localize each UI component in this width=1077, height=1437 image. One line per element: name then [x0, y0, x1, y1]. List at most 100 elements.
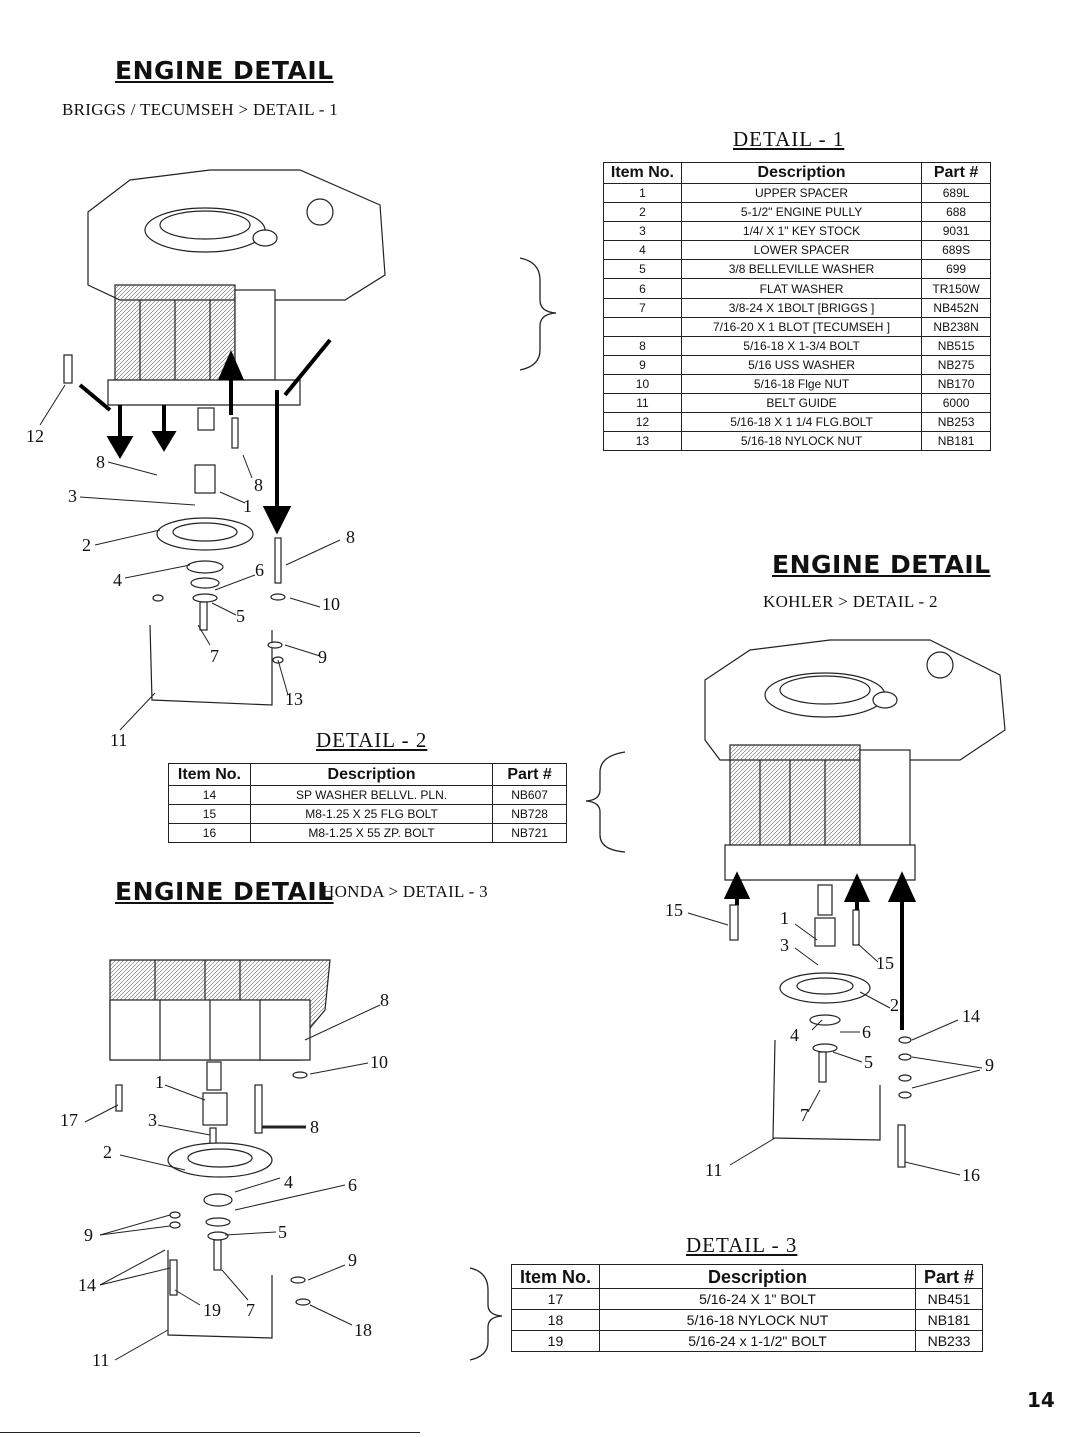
part-number-cell: NB721 [492, 823, 567, 843]
col-header-part: Part # [921, 162, 991, 184]
briggs-arrows [78, 338, 332, 535]
callout-label: 14 [962, 1006, 980, 1026]
brace-detail2 [585, 751, 626, 853]
callout-label: 7 [246, 1300, 255, 1320]
callout-label: 18 [354, 1320, 372, 1340]
callout-label: 1 [243, 496, 252, 516]
callout-label: 14 [78, 1275, 96, 1295]
callout-label: 10 [322, 594, 340, 614]
item-no-cell: 1 [603, 182, 682, 204]
callout-label: 6 [255, 560, 264, 580]
description-cell: UPPER SPACER [680, 182, 923, 204]
callout-label: 1 [780, 908, 789, 928]
honda-subheading: HONDA > DETAIL - 3 [322, 882, 488, 901]
callout-label: 8 [346, 527, 355, 547]
callout-label: 9 [318, 647, 327, 667]
part-number-cell: NB515 [921, 335, 991, 356]
briggs-engine-drawing [63, 169, 386, 706]
callout-label: 17 [60, 1110, 78, 1130]
callout-label: 15 [665, 900, 683, 920]
detail1-title: DETAIL - 1 [733, 127, 845, 151]
callout-label: 5 [864, 1052, 873, 1072]
kohler-arrows [723, 871, 917, 1030]
callout-label: 19 [203, 1300, 221, 1320]
callout-label: 3 [68, 486, 77, 506]
callout-label: 3 [148, 1110, 157, 1130]
callout-label: 9 [348, 1250, 357, 1270]
part-number-cell: 688 [921, 202, 991, 223]
briggs-heading: ENGINE DETAIL [115, 56, 334, 85]
description-cell: 5/16-18 X 1 1/4 FLG.BOLT [680, 412, 923, 433]
kohler-engine-drawing [704, 639, 1006, 1168]
description-cell: 5/16-24 x 1-1/2" BOLT [598, 1330, 917, 1352]
honda-leaders [84, 1004, 381, 1361]
briggs-leaders [39, 384, 341, 731]
honda-heading: ENGINE DETAIL [115, 877, 334, 906]
callout-label: 7 [800, 1105, 809, 1125]
part-number-cell: NB181 [915, 1309, 983, 1331]
callout-label: 2 [103, 1142, 112, 1162]
item-no-cell: 13 [603, 431, 682, 452]
callout-label: 15 [876, 953, 894, 973]
callout-label: 8 [96, 452, 105, 472]
page-number: 14 [1027, 1388, 1055, 1412]
description-cell: M8-1.25 X 55 ZP. BOLT [249, 823, 494, 843]
callout-label: 9 [985, 1055, 994, 1075]
callout-label: 5 [278, 1222, 287, 1242]
callout-label: 4 [790, 1025, 799, 1045]
callout-label: 6 [348, 1175, 357, 1195]
bottom-rule [0, 1432, 420, 1433]
item-no-cell: 16 [168, 823, 251, 843]
briggs-subheading: BRIGGS / TECUMSEH > DETAIL - 1 [62, 100, 339, 119]
callout-label: 16 [962, 1165, 980, 1185]
callout-label: 11 [92, 1350, 110, 1370]
callout-label: 2 [890, 995, 899, 1015]
brace-detail3 [469, 1267, 503, 1361]
callout-label: 10 [370, 1052, 388, 1072]
callout-label: 3 [780, 935, 789, 955]
callout-label: 8 [310, 1117, 319, 1137]
part-number-cell: NB233 [915, 1330, 983, 1352]
item-no-cell: 19 [511, 1330, 600, 1352]
col-header-item: Item No. [511, 1264, 600, 1289]
kohler-leaders [687, 912, 983, 1176]
col-header-item: Item No. [603, 162, 682, 184]
callout-label: 8 [380, 990, 389, 1010]
part-number-cell: 689L [921, 182, 991, 204]
callout-label: 4 [113, 570, 122, 590]
item-no-cell: 2 [603, 202, 682, 223]
callout-label: 7 [210, 646, 219, 666]
callout-label: 11 [705, 1160, 723, 1180]
col-header-description: Description [598, 1264, 917, 1289]
part-number-cell: NB451 [915, 1288, 983, 1310]
item-no-cell: 3 [603, 221, 682, 242]
description-cell: 1/4/ X 1" KEY STOCK [680, 221, 923, 242]
description-cell: 5/16-18 NYLOCK NUT [680, 431, 923, 452]
part-number-cell: NB181 [921, 431, 991, 452]
description-cell: 5/16 USS WASHER [680, 354, 923, 375]
detail3-title: DETAIL - 3 [686, 1233, 798, 1257]
callout-label: 9 [84, 1225, 93, 1245]
part-number-cell: 699 [921, 259, 991, 280]
callout-label: 1 [155, 1072, 164, 1092]
kohler-subheading: KOHLER > DETAIL - 2 [763, 592, 938, 611]
honda-engine-drawing [109, 959, 331, 1339]
